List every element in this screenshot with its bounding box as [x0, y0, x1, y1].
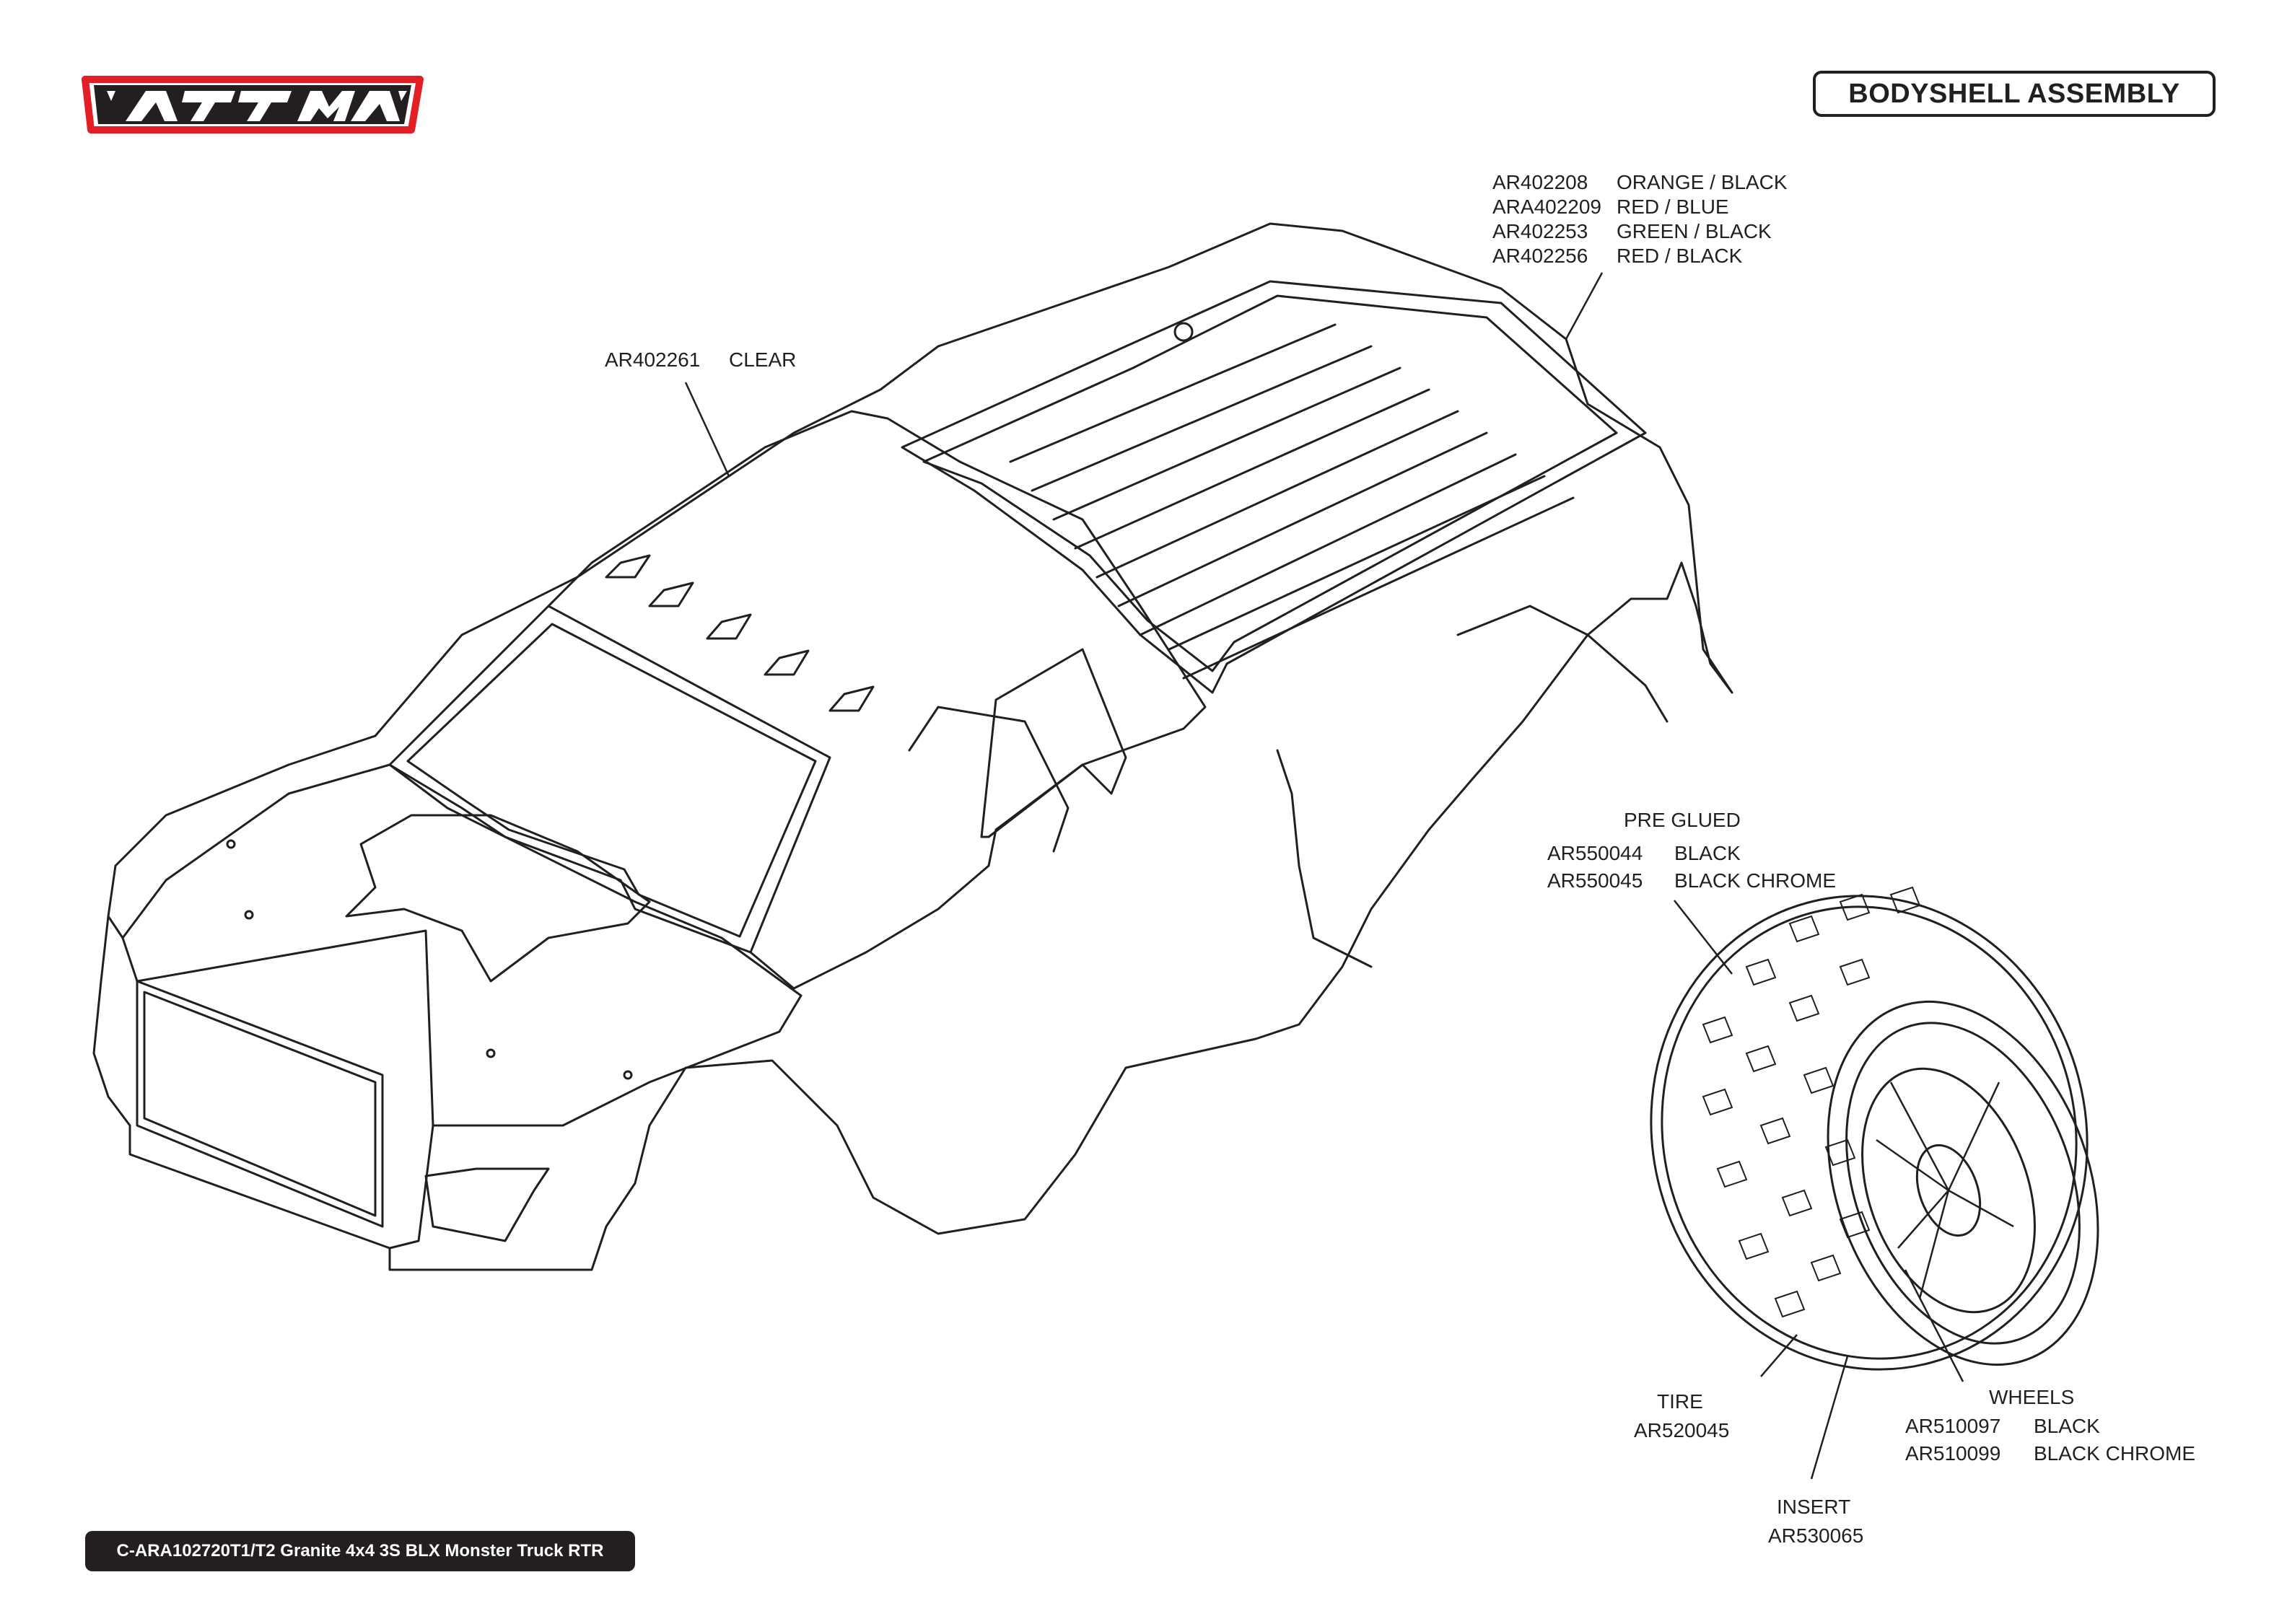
part-description: CLEAR	[729, 348, 797, 371]
part-number: ARA402209	[1492, 196, 1602, 218]
part-number: AR402261	[605, 348, 701, 371]
list-item: AR510097 BLACK	[1905, 1414, 2195, 1439]
part-number: AR402256	[1492, 245, 1588, 267]
insert-part-number: AR530065	[1768, 1524, 1864, 1547]
wheels-callout: AR510097 BLACK AR510099 BLACK CHROME	[1905, 1414, 2195, 1466]
tire-heading: TIRE	[1657, 1390, 1703, 1413]
part-description: RED / BLACK	[1617, 245, 1743, 267]
part-number: AR510099	[1905, 1442, 2001, 1465]
list-item: AR550044 BLACK	[1547, 841, 1836, 866]
part-description: BLACK CHROME	[1674, 869, 1837, 892]
list-item: AR402208 ORANGE / BLACK	[1492, 170, 1788, 195]
list-item: AR510099 BLACK CHROME	[1905, 1441, 2195, 1466]
part-number: AR510097	[1905, 1415, 2001, 1437]
list-item: AR550045 BLACK CHROME	[1547, 869, 1836, 893]
list-item: AR402256 RED / BLACK	[1492, 244, 1788, 268]
part-number: AR550045	[1547, 869, 1643, 892]
part-description: BLACK	[1674, 842, 1741, 864]
tire-part-number: AR520045	[1634, 1419, 1730, 1441]
part-description: ORANGE / BLACK	[1617, 171, 1788, 193]
wheel-tire-drawing	[1650, 886, 2099, 1371]
list-item: AR402253 GREEN / BLACK	[1492, 219, 1788, 244]
part-number: AR402208	[1492, 171, 1588, 193]
part-number: AR550044	[1547, 842, 1643, 864]
part-description: BLACK	[2034, 1415, 2100, 1437]
list-item: ARA402209 RED / BLUE	[1492, 195, 1788, 219]
part-description: GREEN / BLACK	[1617, 220, 1772, 242]
arrma-logo	[82, 76, 424, 133]
model-footer: C-ARA102720T1/T2 Granite 4x4 3S BLX Mons…	[85, 1531, 635, 1571]
truck-body-drawing	[92, 222, 1733, 1271]
wheels-heading: WHEELS	[1989, 1386, 2075, 1408]
part-number: AR402253	[1492, 220, 1588, 242]
leader-lines	[684, 272, 1964, 1480]
body-clear-callout: AR402261 CLEAR	[605, 348, 796, 372]
pre-glued-heading: PRE GLUED	[1624, 809, 1741, 831]
page-title: BODYSHELL ASSEMBLY	[1813, 71, 2216, 117]
pre-glued-callout: AR550044 BLACK AR550045 BLACK CHROME	[1547, 841, 1836, 893]
part-description: BLACK CHROME	[2034, 1442, 2196, 1465]
insert-heading: INSERT	[1777, 1496, 1851, 1518]
part-description: RED / BLUE	[1617, 196, 1729, 218]
